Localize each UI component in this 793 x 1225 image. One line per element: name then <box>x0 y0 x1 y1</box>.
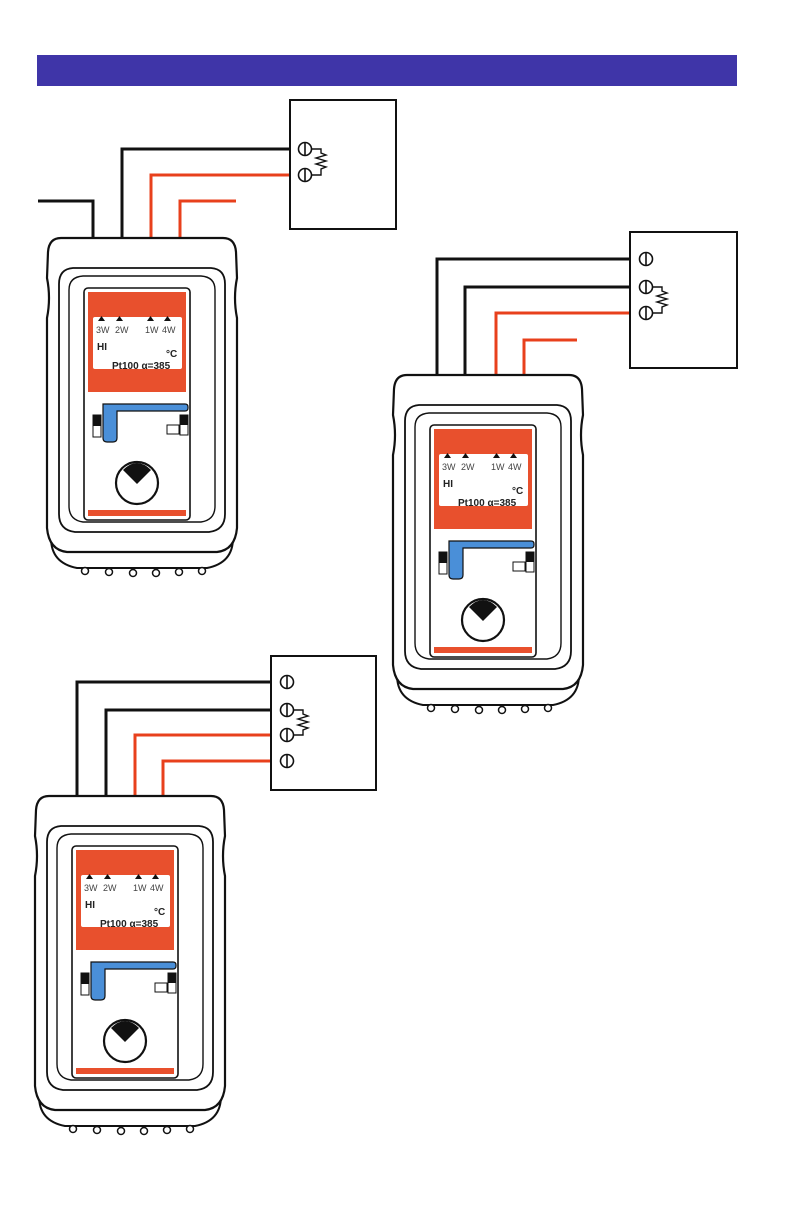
wire-black-1 <box>77 682 283 798</box>
hi-indicator: HI <box>85 900 95 911</box>
diagram-four-wire: 3W 2W 1W 4W HI °C Pt100 α=385 <box>35 656 376 1135</box>
wire-red-1 <box>151 175 300 240</box>
mode-label-3w: 3W <box>442 462 456 472</box>
sensor-type: Pt100 α=385 <box>458 498 517 509</box>
mode-label-1w: 1W <box>491 462 505 472</box>
sensor-type: Pt100 α=385 <box>112 361 171 372</box>
wire-black-2 <box>122 149 300 240</box>
wire-red-1 <box>496 313 641 378</box>
mode-label-3w: 3W <box>96 325 110 335</box>
sensor-type: Pt100 α=385 <box>100 919 159 930</box>
mode-label-2w: 2W <box>103 883 117 893</box>
diagram-two-wire: 3W 2W 1W 4W HI °C Pt100 α=385 <box>38 100 396 577</box>
mode-label-1w: 1W <box>145 325 159 335</box>
hi-indicator: HI <box>97 342 107 353</box>
wire-black-2 <box>465 287 641 378</box>
unit-celsius: °C <box>512 486 523 497</box>
unit-celsius: °C <box>154 907 165 918</box>
mode-label-4w: 4W <box>508 462 522 472</box>
mode-label-3w: 3W <box>84 883 98 893</box>
wire-red-2 <box>180 201 236 240</box>
wire-black-1 <box>38 201 93 240</box>
instrument-1: 3W 2W 1W 4W HI °C Pt100 α=385 <box>47 238 237 577</box>
instrument-3: 3W 2W 1W 4W HI °C Pt100 α=385 <box>35 796 225 1135</box>
wire-black-1 <box>437 259 641 378</box>
instrument-2: 3W 2W 1W 4W HI °C Pt100 α=385 <box>393 375 583 714</box>
mode-label-4w: 4W <box>162 325 176 335</box>
header-band <box>37 55 737 86</box>
diagram-three-wire: 3W 2W 1W 4W HI °C Pt100 α=385 <box>393 232 737 714</box>
wire-red-2 <box>163 761 283 798</box>
mode-label-4w: 4W <box>150 883 164 893</box>
mode-label-2w: 2W <box>461 462 475 472</box>
hi-indicator: HI <box>443 479 453 490</box>
mode-label-1w: 1W <box>133 883 147 893</box>
mode-label-2w: 2W <box>115 325 129 335</box>
unit-celsius: °C <box>166 349 177 360</box>
wire-black-2 <box>106 710 283 798</box>
wire-red-2 <box>524 340 577 378</box>
wire-red-1 <box>135 735 283 798</box>
sensor-box <box>290 100 396 229</box>
